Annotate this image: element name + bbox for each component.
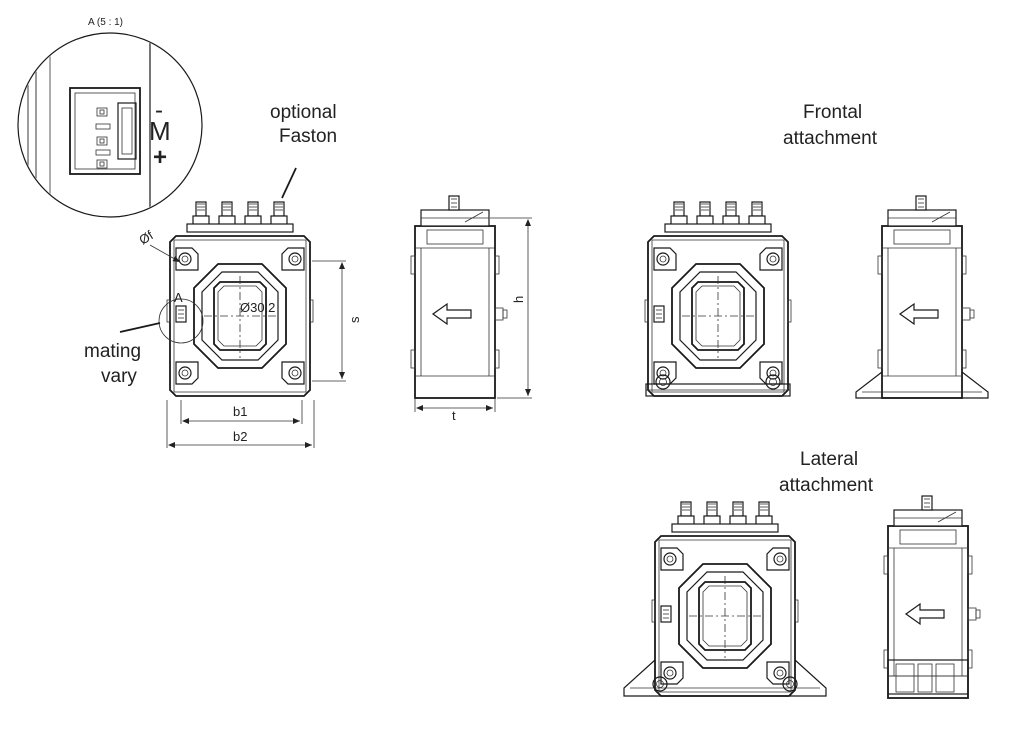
mating-label-line2: vary bbox=[101, 366, 137, 387]
dim-b1-label: b1 bbox=[233, 404, 247, 419]
dim-s-label: s bbox=[347, 316, 362, 323]
detail-marker-label: A bbox=[174, 290, 183, 305]
optional-label-line2: Faston bbox=[279, 126, 337, 147]
aperture-diameter-label: Ø30,2 bbox=[240, 300, 275, 315]
frontal-front-view bbox=[644, 201, 792, 397]
callout-optional-faston: optional Faston bbox=[270, 102, 337, 199]
mating-label-line1: mating bbox=[84, 341, 141, 362]
dim-b2-label: b2 bbox=[233, 429, 247, 444]
frontal-side-view bbox=[855, 195, 989, 399]
dim-h-label: h bbox=[511, 296, 526, 303]
main-front-view: A Ø30,2 Øf s b1 b2 bbox=[136, 201, 362, 448]
mating-leader bbox=[119, 322, 161, 333]
detail-a-view: A (5 : 1) - M + bbox=[17, 17, 203, 218]
detail-title: A (5 : 1) bbox=[88, 17, 123, 28]
lateral-side-view bbox=[883, 495, 981, 699]
lateral-label-line1: Lateral bbox=[800, 449, 858, 470]
lateral-label-line2: attachment bbox=[779, 475, 874, 496]
main-side-view: h t bbox=[410, 195, 532, 423]
lateral-front-view bbox=[623, 501, 827, 697]
frontal-label-line1: Frontal bbox=[803, 102, 862, 123]
frontal-label-line2: attachment bbox=[783, 128, 878, 149]
lateral-attachment-group: Lateral attachment bbox=[623, 449, 981, 699]
pin-m-label: M bbox=[149, 116, 171, 146]
dim-t-label: t bbox=[452, 408, 456, 423]
hole-leader bbox=[149, 244, 181, 263]
hole-diameter-label: Øf bbox=[136, 227, 156, 247]
faston-leader bbox=[281, 167, 297, 199]
frontal-attachment-group: Frontal attachment bbox=[644, 102, 989, 399]
pin-plus-label: + bbox=[153, 144, 167, 171]
pin-minus-label: - bbox=[155, 97, 163, 124]
callout-mating-vary: mating vary bbox=[84, 322, 161, 387]
optional-label-line1: optional bbox=[270, 102, 337, 123]
